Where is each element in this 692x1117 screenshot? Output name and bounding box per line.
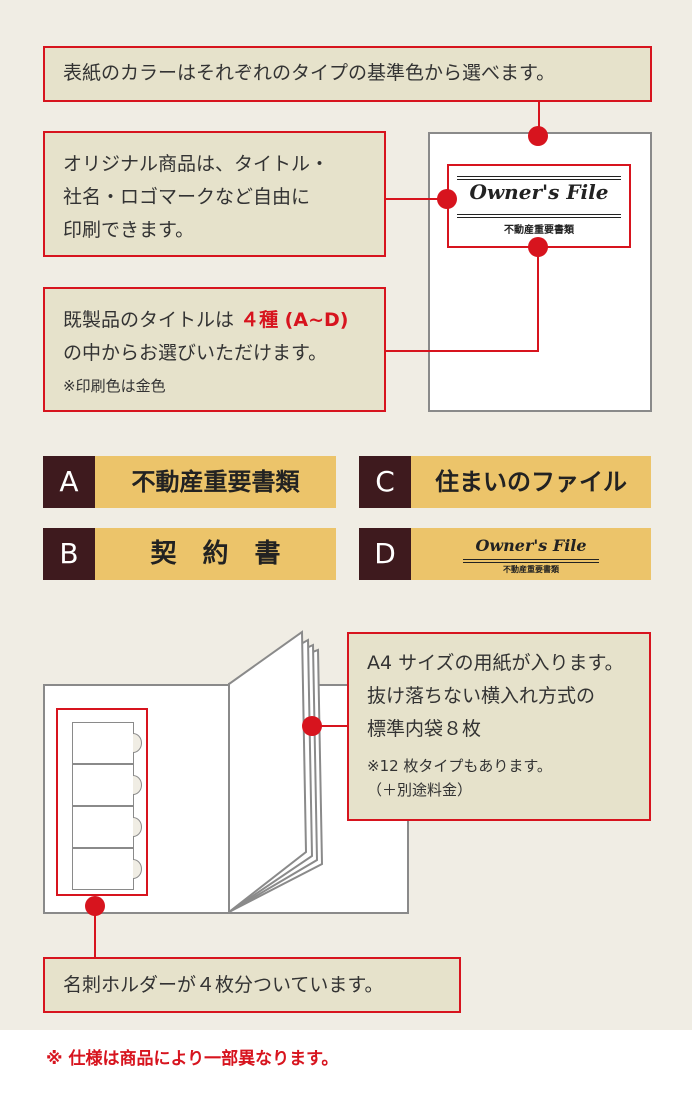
cover-title-label: Owner's File 不動産重要書類 [447, 164, 631, 248]
notch [133, 733, 142, 753]
callout-note: （＋別途料金） [367, 781, 473, 799]
callout-original-print: オリジナル商品は、タイトル・ 社名・ロゴマークなど自由に 印刷できます。 [43, 131, 386, 257]
callout-line: 社名・ロゴマークなど自由に [63, 186, 311, 208]
connector-line [538, 100, 540, 136]
callout-line: 抜け落ちない横入れ方式の [367, 685, 596, 707]
callout-line: オリジナル商品は、タイトル・ [63, 153, 330, 175]
connector-line [312, 725, 350, 727]
callout-cover-color: 表紙のカラーはそれぞれのタイプの基準色から選べます。 [43, 46, 652, 102]
type-name: 住まいのファイル [435, 468, 627, 496]
callout-card-holder-text: 名刺ホルダーが４枚分ついています。 [63, 974, 384, 996]
callout-line: A4 サイズの用紙が入ります。 [367, 652, 624, 674]
card-slot [72, 848, 142, 890]
type-name: 契 約 書 [150, 539, 281, 569]
card-slot [72, 722, 142, 764]
connector-dot [528, 126, 548, 146]
title-count: ４種 (A~D) [240, 309, 349, 331]
notch [133, 817, 142, 837]
rule [457, 214, 621, 215]
callout-a4-pockets: A4 サイズの用紙が入ります。 抜け落ちない横入れ方式の 標準内袋８枚 ※12 … [347, 632, 651, 821]
card-holder [56, 708, 148, 896]
connector-line [94, 906, 96, 960]
type-d-bar: D Owner's File 不動産重要書類 [359, 528, 651, 580]
connector-dot [302, 716, 322, 736]
callout-line: の中からお選びいただけます。 [63, 342, 328, 364]
callout-line: 印刷できます。 [63, 219, 195, 241]
rule [463, 559, 599, 560]
type-c-bar: C 住まいのファイル [359, 456, 651, 508]
card-slot [72, 806, 142, 848]
type-name: 不動産重要書類 [131, 468, 300, 496]
type-letter: C [359, 456, 411, 508]
rule [457, 176, 621, 177]
type-a-bar: A 不動産重要書類 [43, 456, 336, 508]
callout-preset-titles: 既製品のタイトルは ４種 (A~D) の中からお選びいただけます。 ※印刷色は金… [43, 287, 386, 412]
cover-title: Owner's File [469, 180, 609, 204]
rule [457, 217, 621, 218]
type-letter: D [359, 528, 411, 580]
notch [133, 859, 142, 879]
spec-footnote: ※ 仕様は商品により一部異なります。 [46, 1049, 339, 1069]
callout-note: ※12 枚タイプもあります。 [367, 757, 552, 775]
callout-card-holder: 名刺ホルダーが４枚分ついています。 [43, 957, 461, 1013]
type-d-subtitle: 不動産重要書類 [503, 565, 559, 574]
connector-dot [437, 189, 457, 209]
print-color-note: ※印刷色は金色 [63, 377, 166, 395]
callout-cover-color-text: 表紙のカラーはそれぞれのタイプの基準色から選べます。 [63, 62, 556, 84]
cover-subtitle: 不動産重要書類 [504, 225, 574, 236]
card-slot [72, 764, 142, 806]
connector-line [537, 247, 539, 352]
type-b-bar: B 契 約 書 [43, 528, 336, 580]
notch [133, 775, 142, 795]
callout-line: 既製品のタイトルは ４種 (A~D) [63, 304, 384, 337]
type-letter: A [43, 456, 95, 508]
type-d-title: Owner's File [475, 536, 587, 555]
connector-line [384, 198, 448, 200]
rule [457, 179, 621, 180]
type-letter: B [43, 528, 95, 580]
callout-line: 標準内袋８枚 [367, 718, 482, 740]
connector-line [384, 350, 539, 352]
callout-text: 既製品のタイトルは [63, 309, 235, 331]
rule [463, 562, 599, 563]
